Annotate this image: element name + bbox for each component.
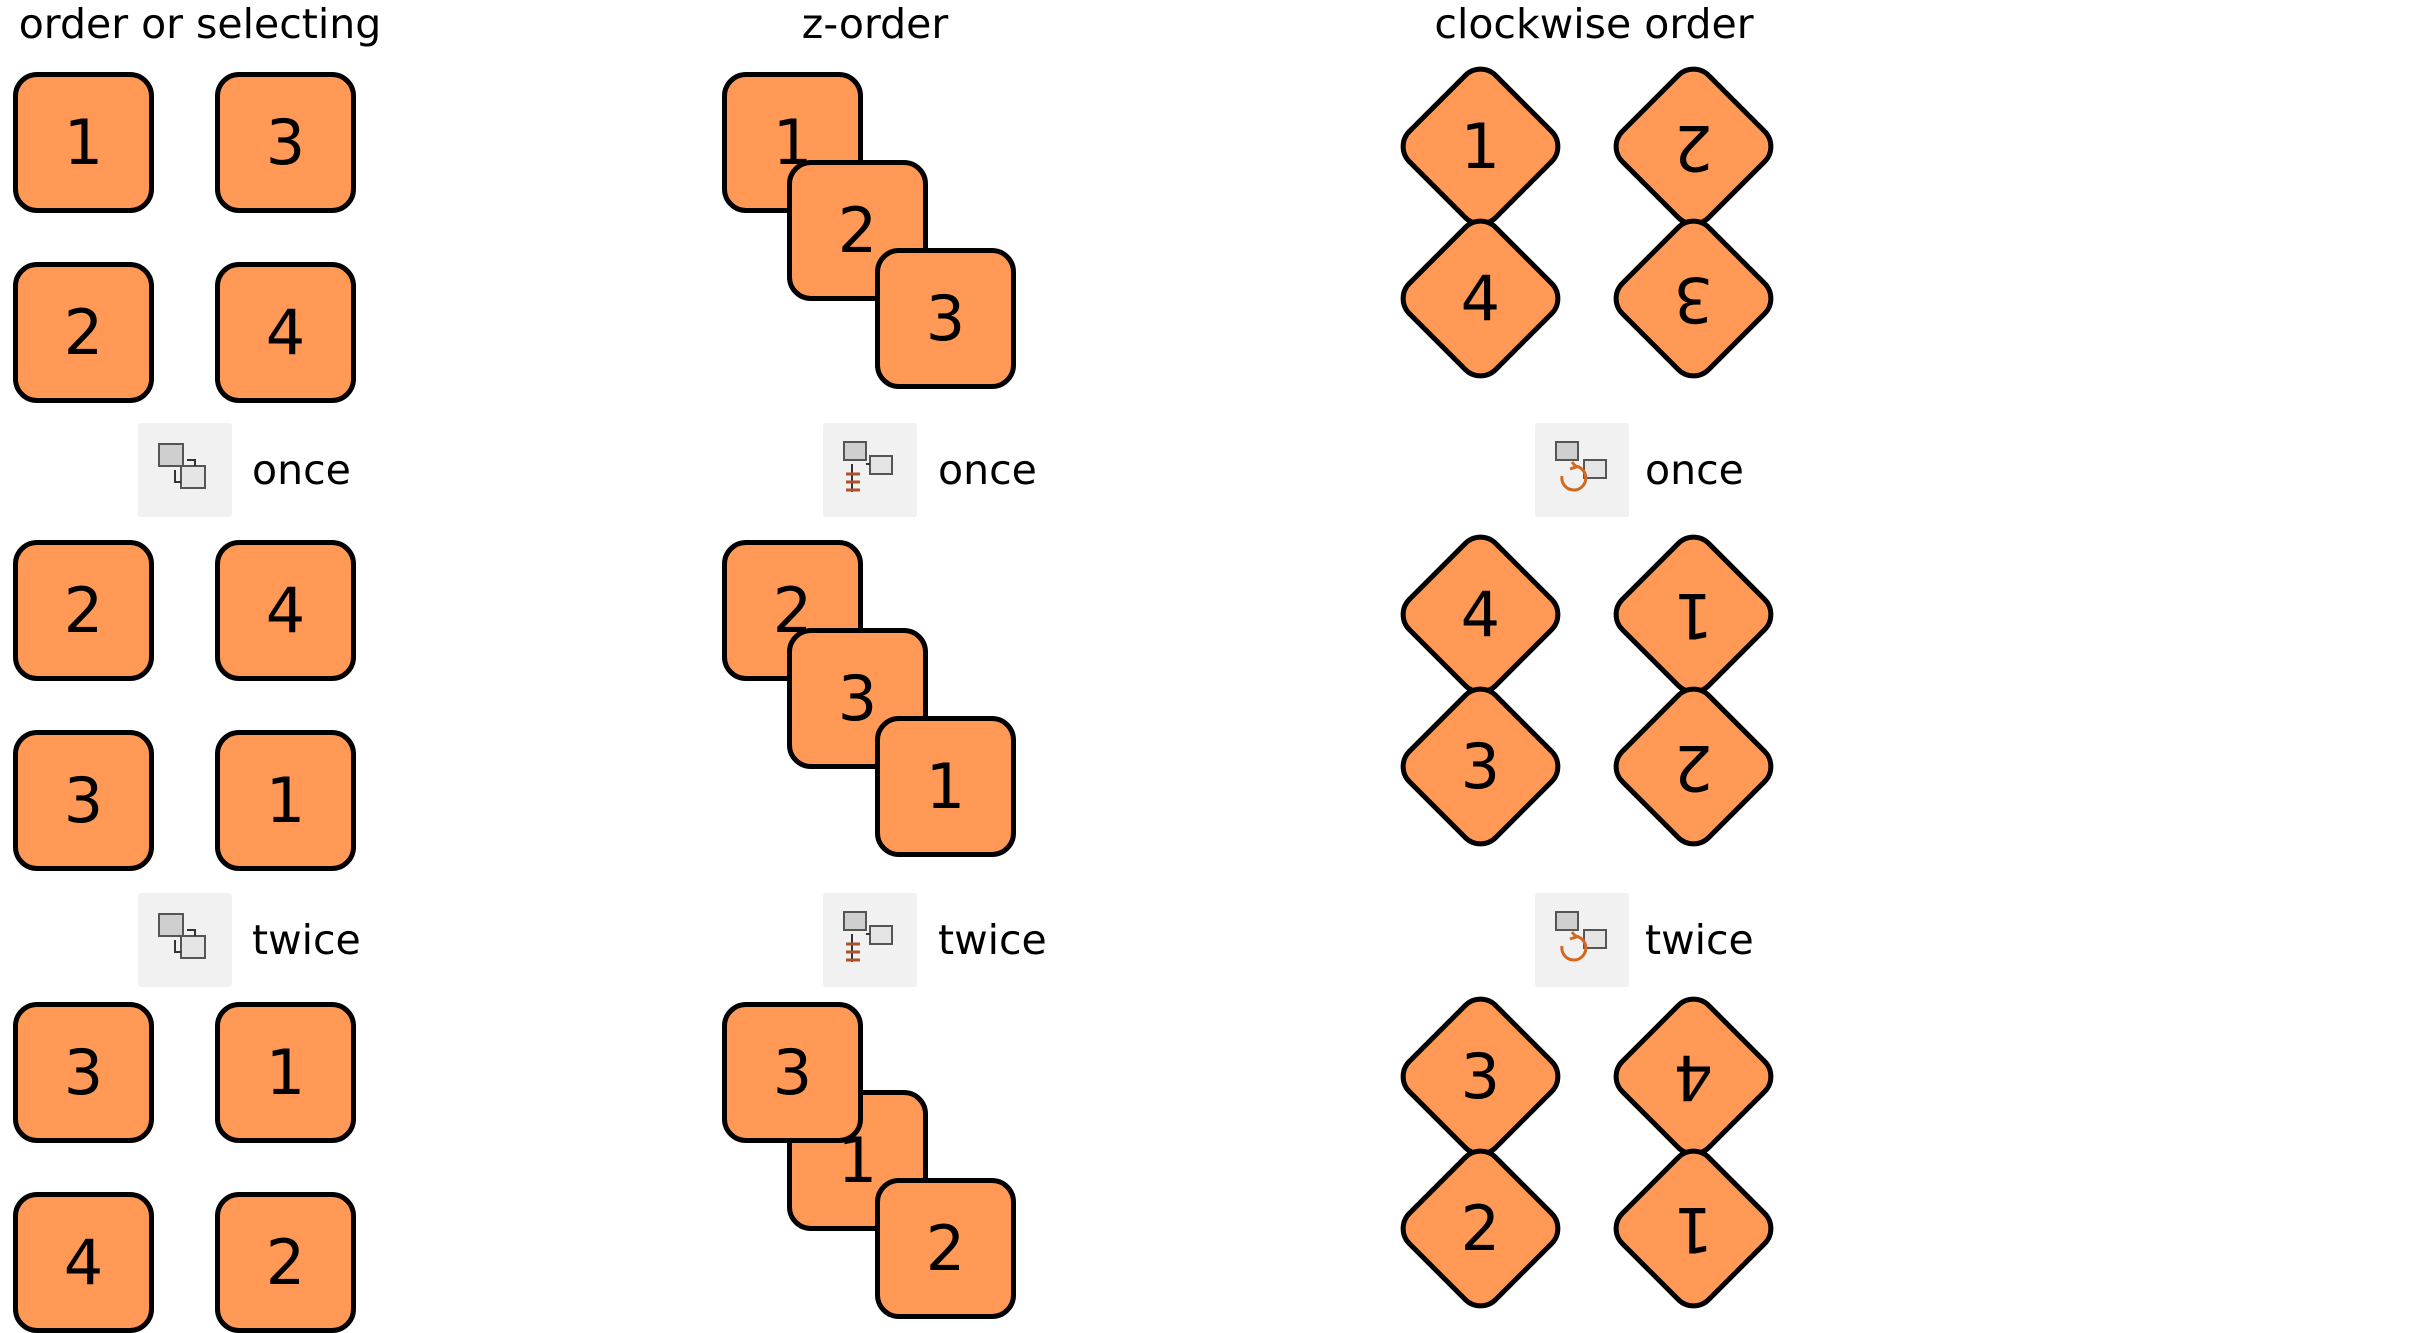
step-label: once xyxy=(252,446,351,494)
clockwise-tile: 4 xyxy=(1390,524,1570,704)
tile-number: 4 xyxy=(265,573,306,647)
order-tile: 3 xyxy=(13,1002,154,1143)
tile-number: 4 xyxy=(63,1225,104,1299)
tile-number: 3 xyxy=(772,1035,813,1109)
clockwise-tile: 1 xyxy=(1390,56,1570,236)
tile-number: 3 xyxy=(1460,728,1500,802)
order-tile: 2 xyxy=(13,540,154,681)
order-tile: 3 xyxy=(215,72,356,213)
step-label: twice xyxy=(938,916,1047,964)
order-tile: 2 xyxy=(13,262,154,403)
tile-number: 2 xyxy=(1460,1190,1500,1264)
tile-number: 3 xyxy=(265,105,306,179)
clockwise-tile: 2 xyxy=(1390,1138,1570,1318)
tile-number: 2 xyxy=(63,295,104,369)
z-order-tile: 2 xyxy=(875,1178,1016,1319)
arrange-button[interactable] xyxy=(823,893,917,987)
tile-number: 4 xyxy=(1673,1039,1713,1113)
step-label: once xyxy=(938,446,1037,494)
tile-number: 1 xyxy=(63,105,104,179)
clockwise-tile: 1 xyxy=(1603,1138,1783,1318)
tile-number: 2 xyxy=(837,193,878,267)
clockwise-tile: 4 xyxy=(1390,208,1570,388)
step-label: twice xyxy=(252,916,361,964)
column-title-z-order: z-order xyxy=(801,0,949,48)
arrange-button[interactable] xyxy=(138,893,232,987)
order-tile: 3 xyxy=(13,730,154,871)
tile-number: 3 xyxy=(1673,261,1713,335)
clockwise-tile: 3 xyxy=(1390,676,1570,856)
arrange-z-order-icon xyxy=(838,436,902,504)
z-order-tile: 3 xyxy=(722,1002,863,1143)
tile-number: 1 xyxy=(1460,108,1500,182)
arrange-z-order-icon xyxy=(838,906,902,974)
clockwise-tile: 1 xyxy=(1603,524,1783,704)
tile-number: 1 xyxy=(925,749,966,823)
step-label: twice xyxy=(1645,916,1754,964)
z-order-tile: 1 xyxy=(875,716,1016,857)
arrange-button[interactable] xyxy=(138,423,232,517)
tile-number: 1 xyxy=(265,763,306,837)
tile-number: 2 xyxy=(63,573,104,647)
order-tile: 4 xyxy=(215,540,356,681)
tile-number: 4 xyxy=(1460,260,1500,334)
order-tile: 2 xyxy=(215,1192,356,1333)
clockwise-tile: 2 xyxy=(1603,56,1783,236)
tile-number: 3 xyxy=(63,763,104,837)
tile-number: 3 xyxy=(1460,1038,1500,1112)
tile-number: 4 xyxy=(1460,576,1500,650)
column-title-order: order or selecting xyxy=(18,0,382,48)
tile-number: 2 xyxy=(925,1211,966,1285)
clockwise-tile: 2 xyxy=(1603,676,1783,856)
step-label: once xyxy=(1645,446,1744,494)
arrange-order-icon xyxy=(153,906,217,974)
tile-number: 1 xyxy=(265,1035,306,1109)
order-tile: 1 xyxy=(215,730,356,871)
clockwise-tile: 4 xyxy=(1603,986,1783,1166)
tile-number: 2 xyxy=(265,1225,306,1299)
z-order-tile: 3 xyxy=(875,248,1016,389)
tile-number: 2 xyxy=(1673,109,1713,183)
tile-number: 1 xyxy=(1673,577,1713,651)
tile-number: 4 xyxy=(265,295,306,369)
arrange-order-icon xyxy=(153,436,217,504)
tile-number: 3 xyxy=(837,661,878,735)
tile-number: 2 xyxy=(1673,729,1713,803)
clockwise-tile: 3 xyxy=(1390,986,1570,1166)
order-tile: 1 xyxy=(215,1002,356,1143)
tile-number: 3 xyxy=(63,1035,104,1109)
order-tile: 4 xyxy=(215,262,356,403)
order-tile: 1 xyxy=(13,72,154,213)
arrange-button[interactable] xyxy=(1535,893,1629,987)
arrange-button[interactable] xyxy=(1535,423,1629,517)
arrange-clockwise-icon xyxy=(1550,436,1614,504)
tile-number: 1 xyxy=(1673,1191,1713,1265)
clockwise-tile: 3 xyxy=(1603,208,1783,388)
column-title-clockwise: clockwise order xyxy=(1434,0,1754,48)
order-tile: 4 xyxy=(13,1192,154,1333)
arrange-clockwise-icon xyxy=(1550,906,1614,974)
tile-number: 3 xyxy=(925,281,966,355)
arrange-button[interactable] xyxy=(823,423,917,517)
